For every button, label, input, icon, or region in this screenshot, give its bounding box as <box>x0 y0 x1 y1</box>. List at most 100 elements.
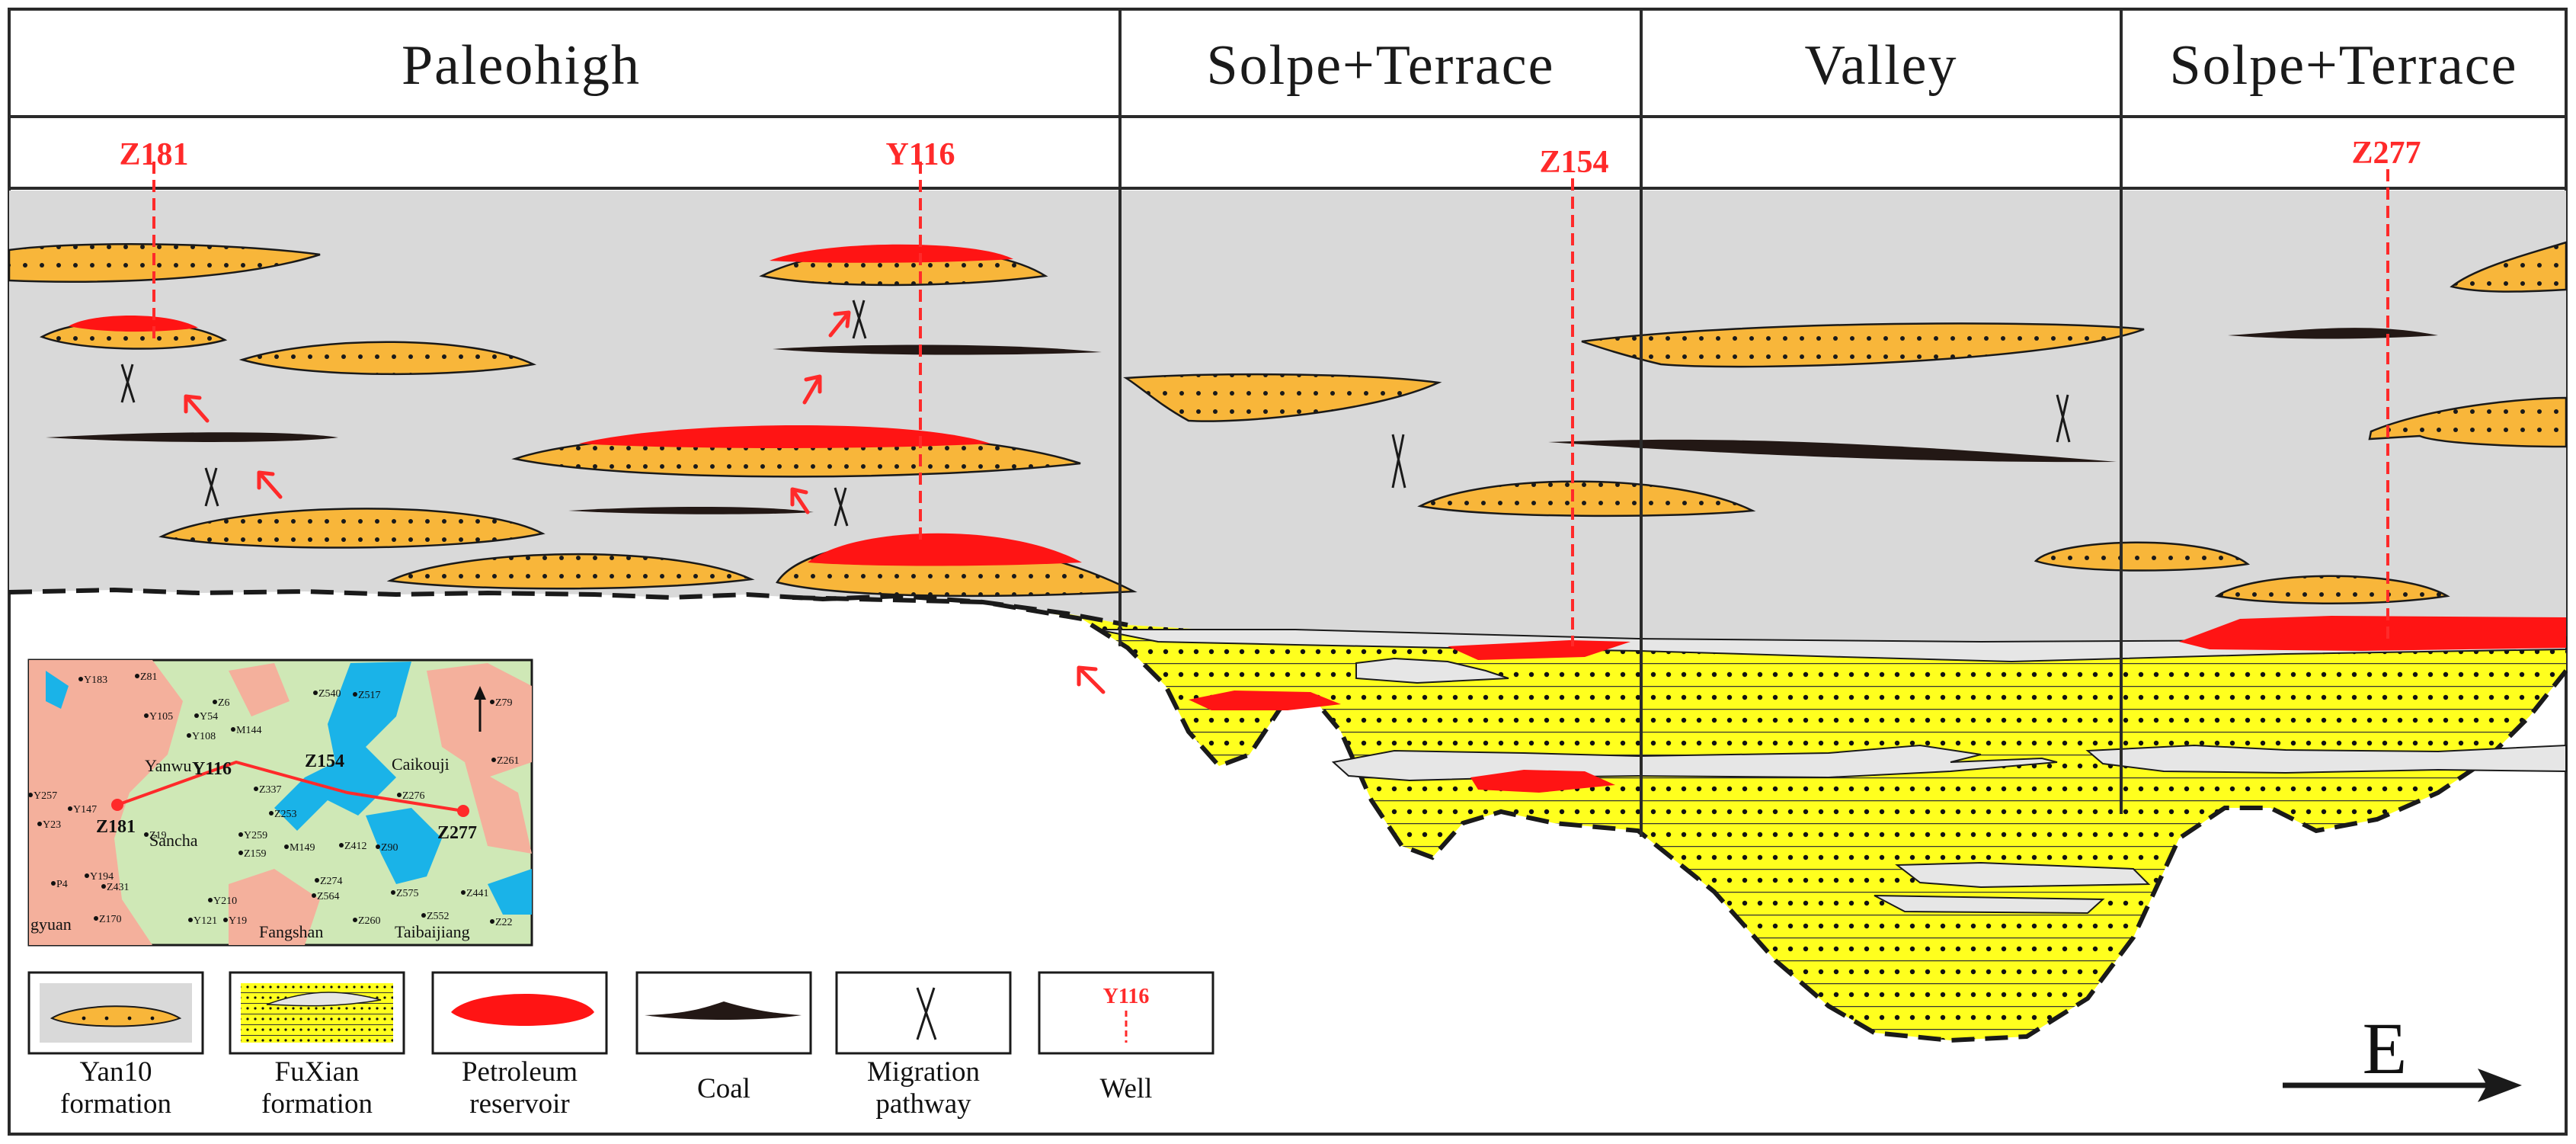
map-minor-well-dot <box>238 851 243 855</box>
map-minor-well-dot <box>187 733 191 738</box>
legend-label-migration-l1: Migration <box>867 1056 980 1088</box>
map-minor-well-label: Y194 <box>90 871 114 883</box>
map-minor-well-label: Z19 <box>149 830 167 841</box>
map-town-sancha: Sancha <box>149 831 198 850</box>
map-minor-well-label: Z274 <box>320 876 343 887</box>
coal-seam <box>568 507 814 514</box>
map-minor-well-label: Z261 <box>497 755 520 767</box>
map-minor-well-dot <box>490 700 494 704</box>
map-town-gyuan: gyuan <box>30 915 72 934</box>
map-minor-well-dot <box>144 832 149 837</box>
reservoir-z181 <box>69 316 198 332</box>
legend-label-fuxian-l1: FuXian <box>275 1056 360 1088</box>
map-town-fangshan: Fangshan <box>259 922 323 941</box>
map-minor-well-label: Y210 <box>213 896 237 907</box>
fuxian-tongue-icon <box>266 992 382 1007</box>
map-well-z277: Z277 <box>437 823 477 843</box>
map-section-line <box>117 760 464 812</box>
map-minor-well-dot <box>28 793 33 797</box>
zone-label-paleohigh: Paleohigh <box>402 34 641 97</box>
map-minor-well-label: M144 <box>236 725 261 736</box>
map-minor-well-dot <box>94 916 98 921</box>
migration-cross <box>2056 394 2071 443</box>
map-minor-well-label: Z81 <box>140 671 158 683</box>
coal-seam <box>773 344 1102 355</box>
map-minor-well-dot <box>461 890 466 895</box>
gray-tongue-upper <box>1096 629 2567 663</box>
map-minor-well-dot <box>68 806 72 811</box>
map-minor-well-label: Z337 <box>259 784 282 796</box>
map-minor-well-label: Y259 <box>244 830 267 841</box>
map-minor-well-dot <box>391 890 395 895</box>
map-minor-well-dot <box>491 758 496 762</box>
reservoir-y116 <box>808 533 1082 566</box>
reservoir-z154 <box>1448 640 1630 660</box>
migration-arrows <box>184 310 1106 694</box>
map-blue-channel <box>488 869 532 915</box>
well-label-z181: Z181 <box>119 137 188 172</box>
legend-box <box>835 971 1012 1055</box>
reservoir-yan10-mid <box>579 425 990 448</box>
coal-seam-icon <box>645 1001 802 1020</box>
map-pink-area <box>229 869 320 945</box>
map-minor-well-label: Y105 <box>149 711 173 723</box>
map-minor-well-dot <box>490 919 494 924</box>
map-minor-well-label: Z441 <box>466 888 489 899</box>
map-minor-well-dot <box>397 793 402 797</box>
map-well-dot <box>457 805 469 817</box>
map-minor-well-label: Y23 <box>43 819 61 831</box>
well-marker-label: Y116 <box>1103 985 1150 1008</box>
coal-seam <box>46 432 338 442</box>
legend-label-yan10-l1: Yan10 <box>80 1056 152 1088</box>
migration-cross <box>834 487 849 527</box>
map-minor-well-label: Z431 <box>107 882 130 893</box>
map-town-caikouji: Caikouji <box>392 755 450 774</box>
north-arrowhead-icon <box>474 686 486 700</box>
legend-label-well: Well <box>1100 1073 1153 1104</box>
well-label-z277: Z277 <box>2351 136 2421 171</box>
legend-label-fuxian-l2: formation <box>261 1088 373 1120</box>
map-town-taibaijiang: Taibaijiang <box>395 922 470 941</box>
migration-arrow <box>790 487 810 514</box>
map-town-yanwu: Yanwu <box>145 756 191 775</box>
coal-seam <box>1548 439 2117 463</box>
map-minor-well-dot <box>284 844 289 849</box>
map-well-z154: Z154 <box>305 751 344 771</box>
map-minor-well-dot <box>85 873 89 878</box>
reservoir-fuxian-mid <box>1470 770 1615 793</box>
migration-arrow <box>828 310 851 338</box>
map-minor-well-dot <box>353 918 357 922</box>
map-minor-well-dot <box>208 898 213 902</box>
zone-label-valley: Valley <box>1804 34 1957 97</box>
map-minor-well-label: Z517 <box>358 690 381 701</box>
map-minor-well-dot <box>254 787 258 791</box>
reservoir-z277 <box>2179 616 2566 651</box>
map-minor-well-dot <box>238 832 243 837</box>
map-blue-channel <box>274 662 411 831</box>
location-map: Yanwu Caikouji Sancha Fangshan Taibaijia… <box>27 659 533 947</box>
map-well-y116: Y116 <box>192 759 232 779</box>
zone-label-slope-terrace-2: Solpe+Terrace <box>2170 34 2518 97</box>
valley-unconformity <box>792 595 2568 1043</box>
fuxian-fill-icon <box>241 983 393 1043</box>
map-minor-well-dot <box>376 844 380 849</box>
reservoir-lens-icon <box>451 994 594 1026</box>
map-pink-area <box>29 660 183 945</box>
map-minor-well-label: M149 <box>290 842 315 854</box>
map-minor-well-dot <box>37 822 42 826</box>
well-lines <box>152 162 2389 646</box>
legend-label-yan10-l2: formation <box>60 1088 171 1120</box>
map-minor-well-dot <box>339 843 344 848</box>
paleohigh-unconformity <box>8 587 1128 627</box>
map-minor-well-dot <box>101 884 106 889</box>
map-minor-well-label: Z159 <box>244 848 267 860</box>
gray-tongue-2 <box>1355 657 1509 684</box>
map-minor-well-label: Y183 <box>84 675 107 686</box>
well-label-y116: Y116 <box>885 137 955 172</box>
map-minor-well-dot <box>312 893 316 898</box>
map-minor-well-label: Z540 <box>318 688 341 700</box>
map-minor-well-dot <box>51 881 56 886</box>
